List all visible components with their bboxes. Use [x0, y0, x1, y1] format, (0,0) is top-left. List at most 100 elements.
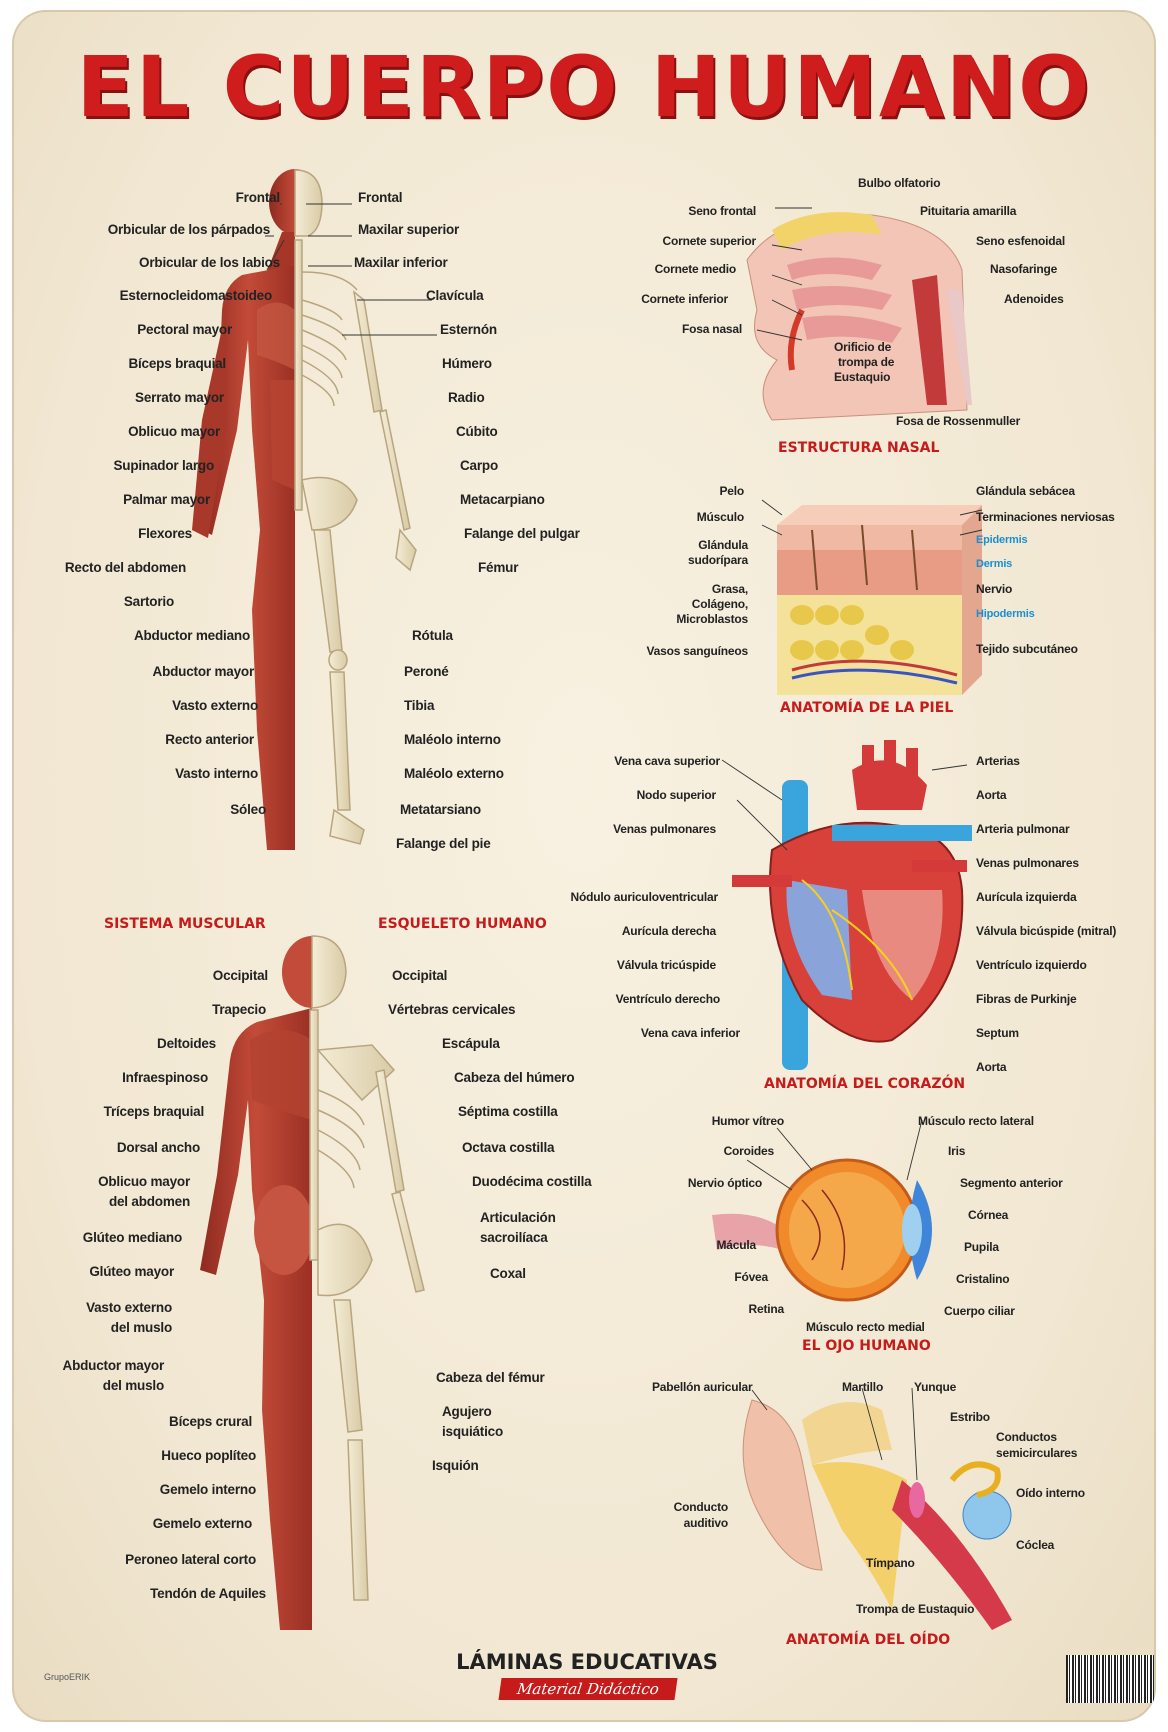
label-cristalino: Cristalino — [956, 1272, 1010, 1286]
label-radio: Radio — [448, 390, 485, 405]
label-vertebras-cervicales: Vértebras cervicales — [388, 1002, 516, 1017]
label-segmento-anterior: Segmento anterior — [960, 1176, 1063, 1190]
label-gluteo-mediano: Glúteo mediano — [82, 1230, 182, 1245]
label-trapecio: Trapecio — [212, 1002, 266, 1017]
label-pituitaria-amarilla: Pituitaria amarilla — [920, 204, 1017, 218]
label-humero: Húmero — [442, 356, 492, 371]
label-seno-frontal: Seno frontal — [688, 204, 756, 218]
label-oblicuo-mayor-back-2: del abdomen — [108, 1194, 190, 1209]
label-conducto-auditivo-1: Conducto — [673, 1500, 729, 1514]
label-clavicula: Clavícula — [426, 288, 484, 303]
label-vasto-externo: Vasto externo — [172, 698, 258, 713]
label-falange-pie: Falange del pie — [396, 836, 491, 851]
label-retina: Retina — [748, 1302, 785, 1316]
label-auricula-derecha: Aurícula derecha — [621, 924, 716, 938]
label-vena-cava-superior: Vena cava superior — [614, 754, 720, 768]
label-escapula: Escápula — [442, 1036, 500, 1051]
label-cornete-medio: Cornete medio — [654, 262, 737, 276]
label-orificio-trompa-1: Orificio de — [834, 340, 892, 354]
label-glandula-sebacea: Glándula sebácea — [976, 484, 1075, 498]
label-orbicular-parpados: Orbicular de los párpados — [107, 222, 270, 237]
label-recto-abdomen: Recto del abdomen — [64, 560, 186, 575]
caption-ojo-humano: EL OJO HUMANO — [802, 1338, 931, 1354]
label-maxilar-superior: Maxilar superior — [358, 222, 460, 237]
label-musculo-recto-lateral: Músculo recto lateral — [918, 1114, 1034, 1128]
label-estribo: Estribo — [950, 1410, 990, 1424]
label-fosa-nasal: Fosa nasal — [681, 322, 742, 336]
label-orbicular-labios: Orbicular de los labios — [139, 255, 280, 270]
label-cabeza-humero: Cabeza del húmero — [454, 1070, 575, 1085]
barcode-icon — [1066, 1655, 1154, 1703]
caption-anatomia-piel: ANATOMÍA DE LA PIEL — [780, 700, 954, 716]
label-cornete-inferior: Cornete inferior — [641, 292, 728, 306]
label-tibia: Tibia — [404, 698, 435, 713]
illustrations — [192, 169, 1012, 1630]
label-rotula: Rótula — [412, 628, 453, 643]
label-coroides: Coroides — [723, 1144, 775, 1158]
label-maleolo-externo: Maléolo externo — [404, 766, 504, 781]
label-hipodermis: Hipodermis — [976, 608, 1035, 620]
label-carpo: Carpo — [460, 458, 499, 473]
label-adenoides: Adenoides — [1004, 292, 1064, 306]
label-sartorio: Sartorio — [123, 594, 174, 609]
label-pupila: Pupila — [964, 1240, 999, 1254]
label-vasto-externo-muslo: Vasto externo — [86, 1300, 172, 1315]
label-coxal: Coxal — [490, 1266, 526, 1281]
label-biceps-crural: Bíceps crural — [169, 1414, 252, 1429]
label-trompa-eustaquio: Trompa de Eustaquio — [856, 1602, 975, 1616]
label-yunque: Yunque — [914, 1380, 957, 1394]
label-septima-costilla: Séptima costilla — [458, 1104, 558, 1119]
label-dorsal-ancho: Dorsal ancho — [116, 1140, 200, 1155]
label-pectoral-mayor: Pectoral mayor — [137, 322, 232, 337]
label-hueco-popliteo: Hueco poplíteo — [161, 1448, 256, 1463]
label-nervio: Nervio — [976, 582, 1013, 596]
label-terminaciones-nerviosas: Terminaciones nerviosas — [976, 510, 1115, 524]
ear-figure — [742, 1399, 1012, 1630]
leader-lines — [265, 203, 983, 1481]
label-biceps-braquial: Bíceps braquial — [128, 356, 226, 371]
label-auricula-izquierda: Aurícula izquierda — [976, 890, 1077, 904]
label-epidermis: Epidermis — [976, 534, 1028, 546]
label-conducto-auditivo-2: auditivo — [683, 1516, 729, 1530]
label-palmar-mayor: Palmar mayor — [123, 492, 210, 507]
label-oblicuo-mayor: Oblicuo mayor — [128, 424, 220, 439]
label-isquion: Isquión — [432, 1458, 479, 1473]
label-gluteo-mayor: Glúteo mayor — [89, 1264, 174, 1279]
label-dermis: Dermis — [976, 558, 1013, 570]
label-octava-costilla: Octava costilla — [462, 1140, 555, 1155]
label-tejido-subcutaneo: Tejido subcutáneo — [976, 642, 1078, 656]
label-valvula-bicuspide: Válvula bicúspide (mitral) — [976, 924, 1117, 938]
label-abductor-mayor: Abductor mayor — [152, 664, 255, 679]
label-humor-vitreo: Humor vítreo — [711, 1114, 784, 1128]
label-isquiatico: isquiático — [442, 1424, 504, 1439]
footer-subtitle: Material Didáctico — [498, 1678, 678, 1700]
label-vasto-externo-muslo-2: del muslo — [110, 1320, 172, 1335]
label-peroneo-lateral-corto: Peroneo lateral corto — [125, 1552, 256, 1567]
eye-figure — [712, 1158, 932, 1302]
label-cabeza-femur: Cabeza del fémur — [436, 1370, 545, 1385]
label-valvula-tricuspide: Válvula tricúspide — [616, 958, 716, 972]
label-ventriculo-izquierdo: Ventrículo izquierdo — [976, 958, 1087, 972]
label-frontal-bone: Frontal — [358, 190, 403, 205]
label-cornea: Córnea — [968, 1208, 1009, 1222]
label-oblicuo-mayor-back: Oblicuo mayor — [98, 1174, 190, 1189]
label-musculo-recto-medial: Músculo recto medial — [806, 1320, 925, 1334]
label-esternon: Esternón — [440, 322, 497, 337]
label-metacarpiano: Metacarpiano — [460, 492, 545, 507]
label-cornete-superior: Cornete superior — [662, 234, 757, 248]
label-gemelo-externo: Gemelo externo — [152, 1516, 252, 1531]
poster: EL CUERPO HUMANO — [12, 10, 1156, 1722]
label-semicirculares: semicirculares — [996, 1446, 1078, 1460]
footer-brand: LÁMINAS EDUCATIVAS — [456, 1650, 718, 1674]
label-femur: Fémur — [478, 560, 519, 575]
label-serrato-mayor: Serrato mayor — [135, 390, 224, 405]
label-maleolo-interno: Maléolo interno — [404, 732, 501, 747]
label-pelo: Pelo — [719, 484, 744, 498]
label-metatarsiano: Metatarsiano — [400, 802, 481, 817]
label-tendon-aquiles: Tendón de Aquiles — [150, 1586, 266, 1601]
label-duodecima-costilla: Duodécima costilla — [472, 1174, 592, 1189]
label-maxilar-inferior: Maxilar inferior — [354, 255, 448, 270]
label-iris: Iris — [948, 1144, 966, 1158]
label-aorta-bottom: Aorta — [976, 1060, 1007, 1074]
label-ventriculo-derecho: Ventrículo derecho — [615, 992, 721, 1006]
